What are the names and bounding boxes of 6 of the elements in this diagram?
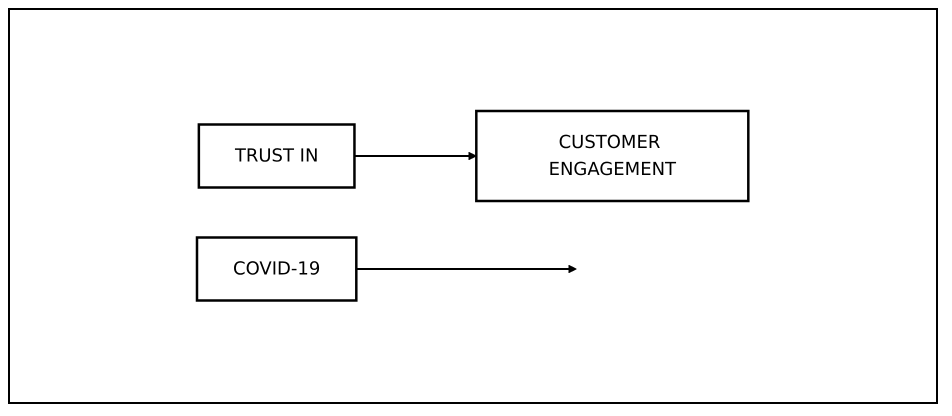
arrow (354, 152, 478, 161)
node-box (196, 236, 358, 302)
diagram-frame: TRUST IN CUSTOMER ENGAGEMENT COVID-19 (8, 8, 938, 404)
node-box (475, 110, 750, 202)
arrow (356, 264, 578, 274)
node-box (198, 124, 356, 189)
